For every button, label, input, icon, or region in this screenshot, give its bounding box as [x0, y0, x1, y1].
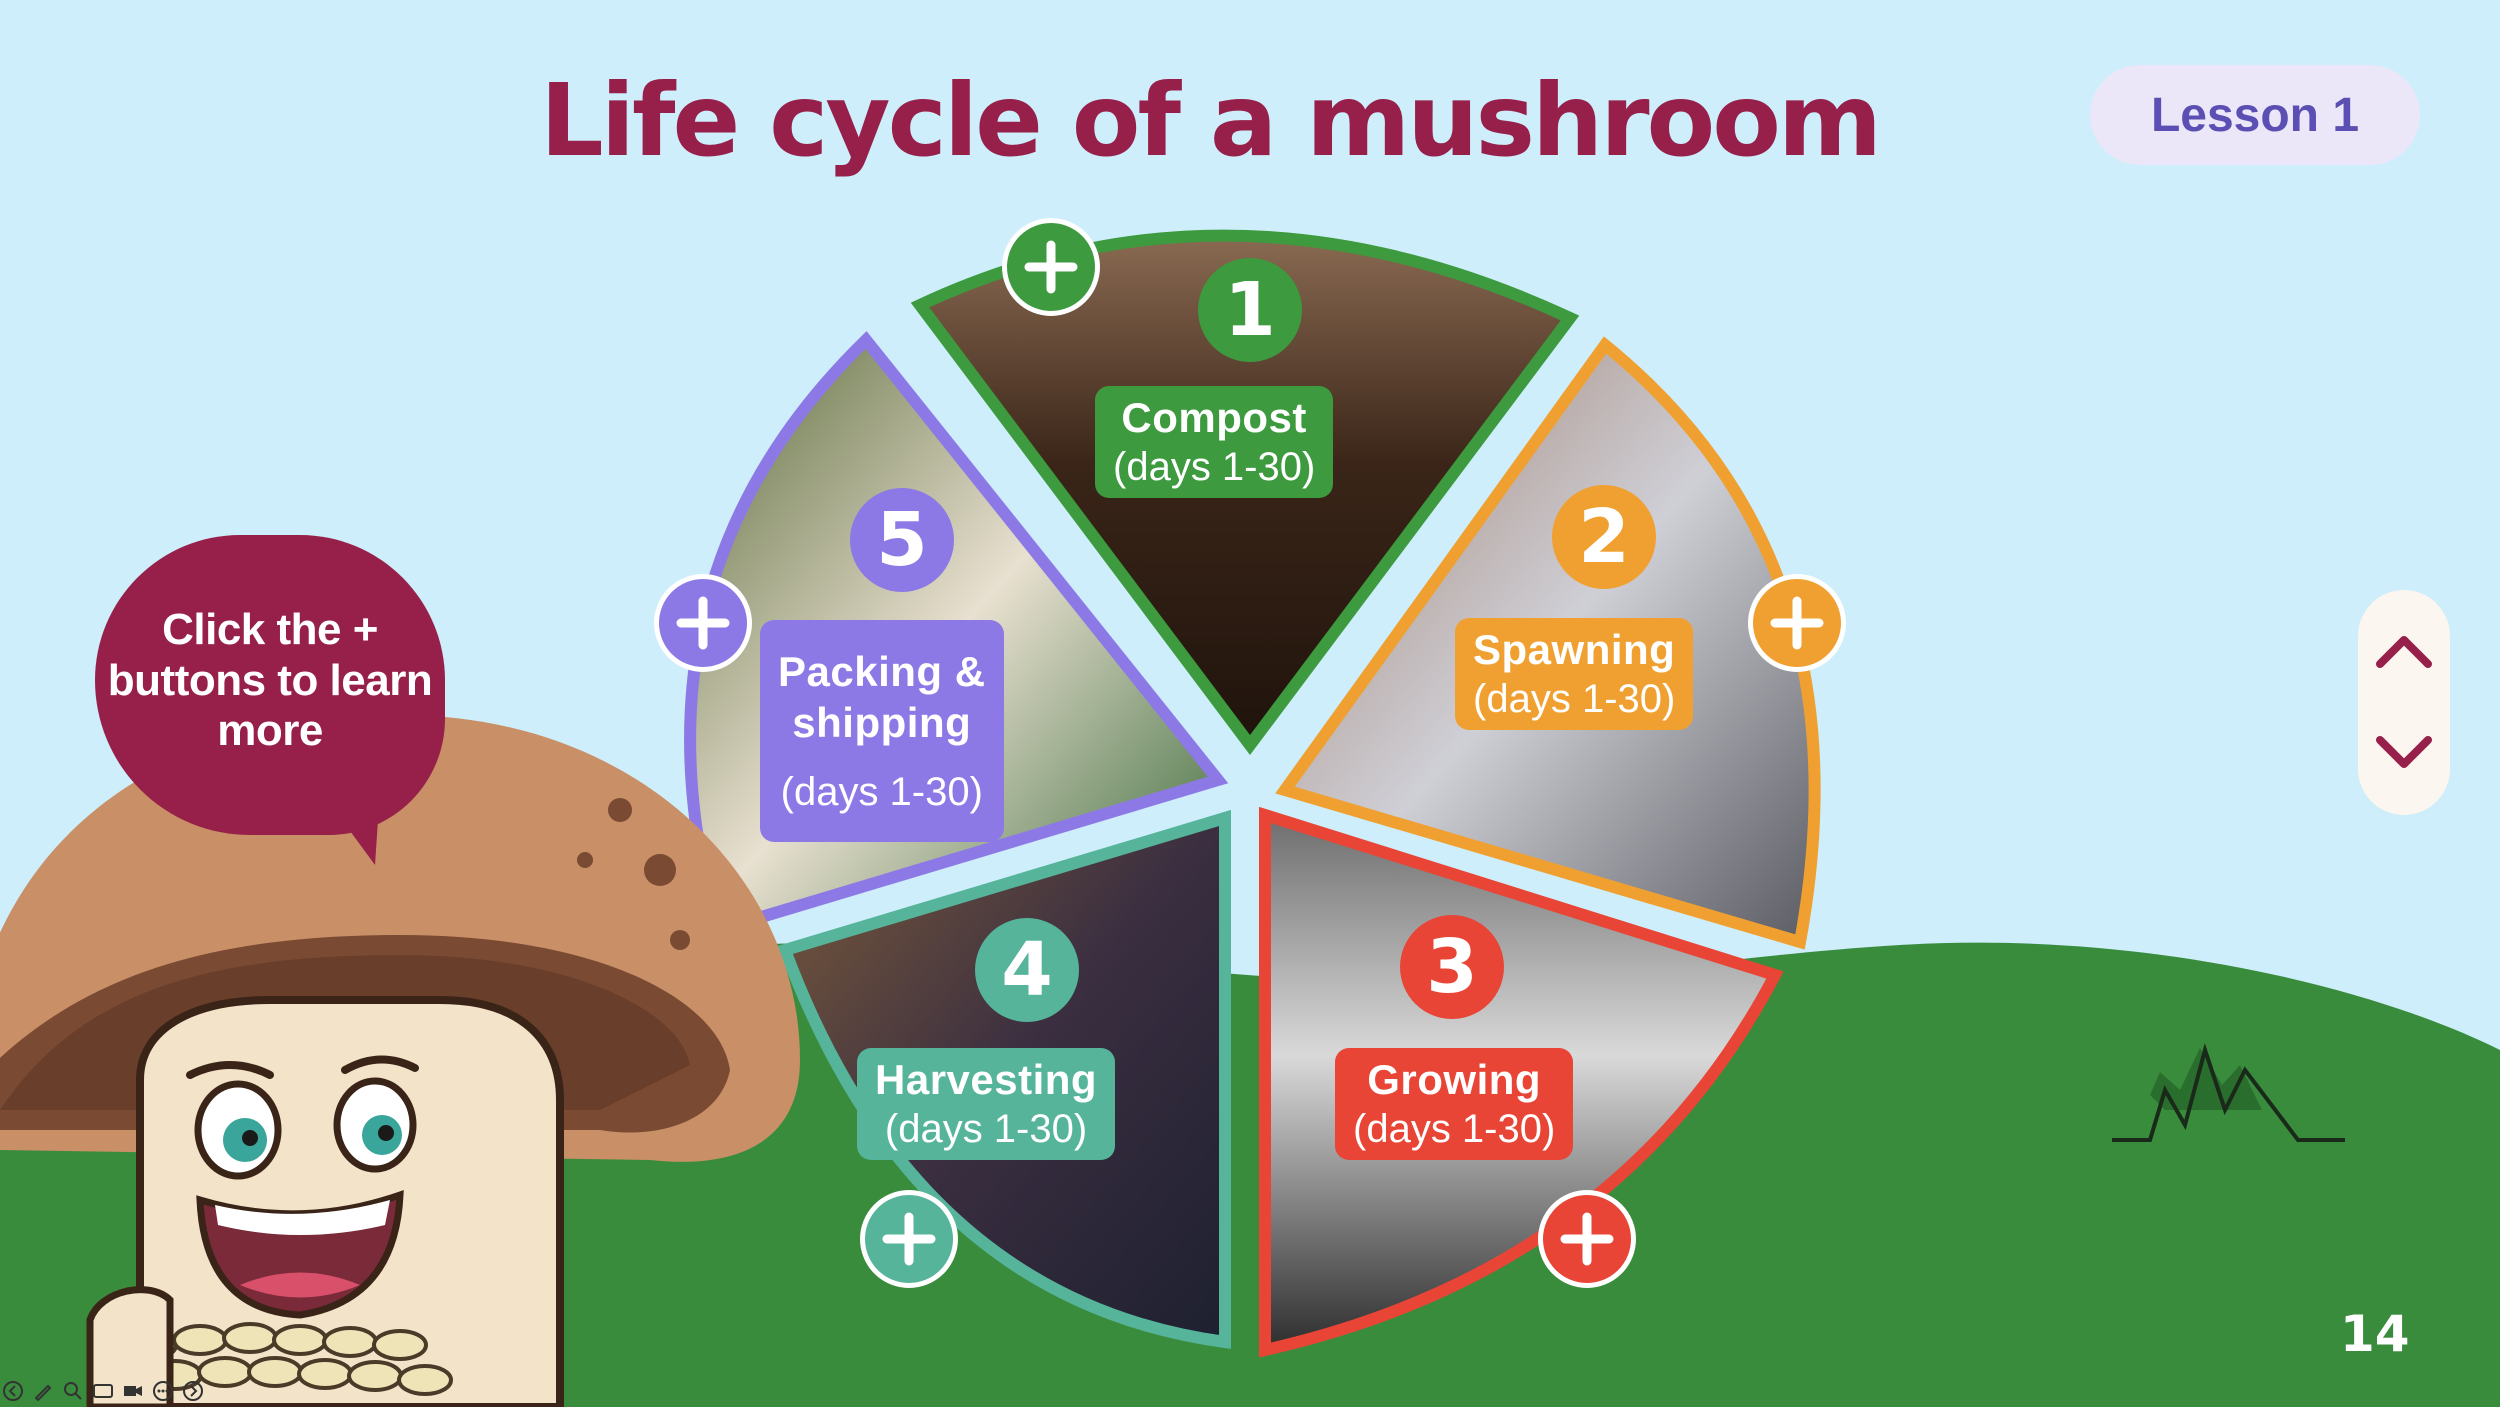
- stage-days: (days 1-30): [884, 1107, 1088, 1152]
- stage-name: Growing: [1367, 1056, 1542, 1103]
- pen-icon[interactable]: [30, 1378, 56, 1404]
- plus-button-harvesting[interactable]: [860, 1190, 958, 1288]
- page-number: 14: [2340, 1305, 2410, 1363]
- stage-3-number: 3: [1400, 915, 1504, 1019]
- grass-tuft-icon: [2112, 1043, 2345, 1142]
- captions-icon[interactable]: [90, 1378, 116, 1404]
- stage-1-number: 1: [1198, 258, 1302, 362]
- stage-label-spawning: Spawning (days 1-30): [1455, 618, 1694, 731]
- speech-bubble: Click the + buttons to learn more: [95, 535, 445, 835]
- stage-2-number: 2: [1552, 485, 1656, 589]
- more-icon[interactable]: [150, 1378, 176, 1404]
- camera-icon[interactable]: [120, 1378, 146, 1404]
- chevron-down-icon[interactable]: [2372, 720, 2436, 784]
- stage-days: (days 1-30): [1113, 445, 1316, 490]
- stage-5-number: 5: [850, 488, 954, 592]
- stage-label-harvesting: Harvesting (days 1-30): [857, 1048, 1116, 1161]
- chevron-up-icon[interactable]: [2372, 620, 2436, 684]
- slide-navigation: [2358, 590, 2450, 815]
- stage-label-packing: Packing & shipping (days 1-30): [760, 620, 1004, 842]
- plus-icon: [676, 596, 730, 650]
- plus-button-growing[interactable]: [1538, 1190, 1636, 1288]
- stage-days: (days 1-30): [780, 769, 983, 814]
- plus-icon: [882, 1212, 936, 1266]
- plus-button-spawning[interactable]: [1748, 574, 1846, 672]
- stage-4-number: 4: [975, 918, 1079, 1022]
- next-icon[interactable]: [180, 1378, 206, 1404]
- stage-name: Compost: [1121, 394, 1307, 441]
- page-title: Life cycle of a mushroom: [540, 62, 1882, 179]
- stage-label-growing: Growing (days 1-30): [1335, 1048, 1574, 1161]
- stage-name: Harvesting: [875, 1056, 1098, 1103]
- stage-days: (days 1-30): [1473, 677, 1676, 722]
- stage-label-compost: Compost (days 1-30): [1095, 386, 1334, 499]
- stage-name: Spawning: [1473, 626, 1676, 673]
- mushroom-mascot: [0, 715, 800, 1407]
- magnifier-icon[interactable]: [60, 1378, 86, 1404]
- plus-button-compost[interactable]: [1002, 218, 1100, 316]
- stage-name: Packing & shipping: [778, 647, 986, 746]
- lesson-badge: Lesson 1: [2090, 65, 2420, 165]
- plus-icon: [1560, 1212, 1614, 1266]
- plus-button-packing[interactable]: [654, 574, 752, 672]
- stage-days: (days 1-30): [1353, 1107, 1556, 1152]
- plus-icon: [1770, 596, 1824, 650]
- prev-icon[interactable]: [0, 1378, 26, 1404]
- plus-icon: [1024, 240, 1078, 294]
- presenter-toolbar: [0, 1378, 206, 1406]
